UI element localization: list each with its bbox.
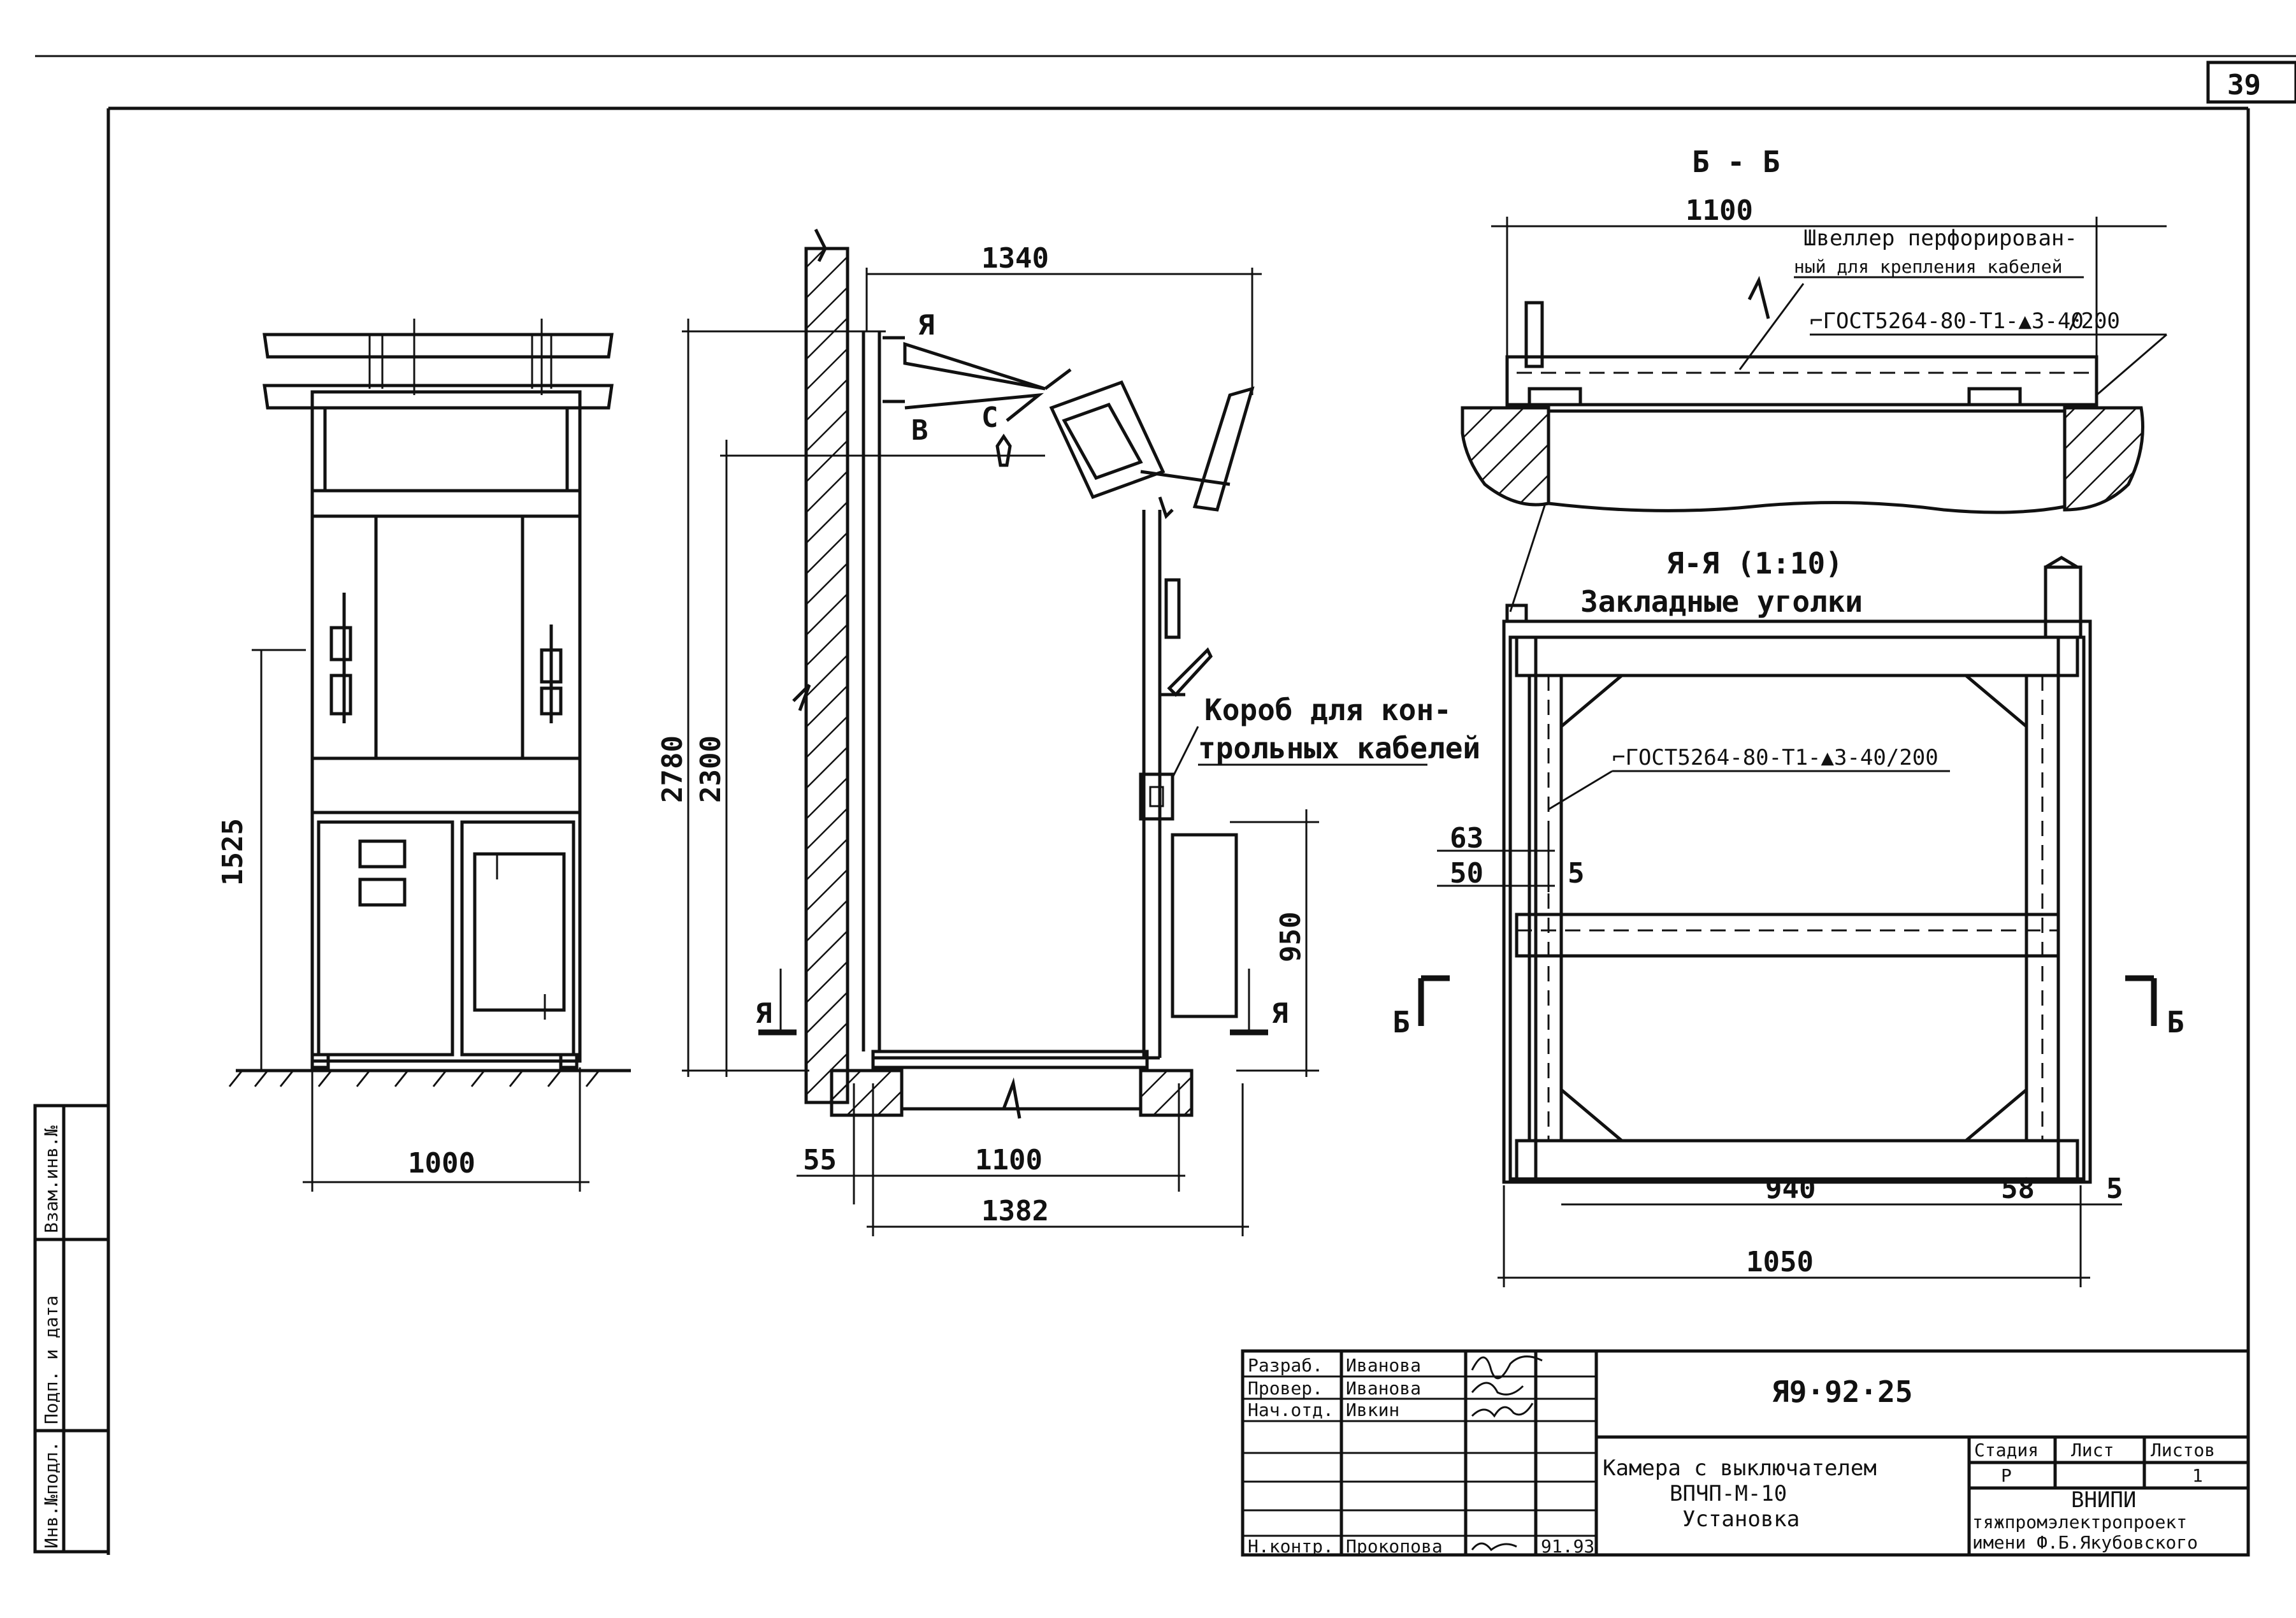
tb-name-1: Иванова — [1346, 1355, 1421, 1376]
tb-org-line3: имени Ф.Б.Якубовского — [1972, 1532, 2198, 1553]
tb-sheets-header: Листов — [2151, 1440, 2215, 1461]
dim-side-wall: 55 — [803, 1144, 837, 1176]
marker-c: С — [981, 401, 999, 434]
stamp-replace-inv: Взам.инв.№ — [41, 1125, 62, 1233]
tb-date: 91.93 — [1541, 1536, 1594, 1557]
dim-aa-50: 50 — [1450, 857, 1484, 890]
signature-2 — [1471, 1382, 1524, 1396]
dim-side-right-height: 950 — [1274, 912, 1307, 962]
tb-sheets-value: 1 — [2192, 1465, 2203, 1486]
signature-3 — [1471, 1403, 1534, 1418]
wall-section — [804, 247, 849, 1104]
section-bb-title: Б - Б — [1692, 145, 1780, 179]
marker-b: В — [911, 414, 928, 447]
section-bb: Б - Б 1100 Швеллер перфорирован- ный для… — [1392, 145, 2184, 1039]
tb-doc-code: Я9·92·25 — [1772, 1375, 1913, 1409]
side-view: Я В С Короб для кон- трольных кабелей Я … — [656, 228, 1480, 1236]
dim-aa-1050: 1050 — [1746, 1246, 1814, 1278]
dim-aa-58: 58 — [2001, 1173, 2035, 1205]
sheet-frame: 39 — [35, 55, 2296, 1555]
section-bb-spec: ⌐ГОСТ5264-80-Т1-▲3-40 — [1810, 308, 2084, 334]
tb-name-3: Ивкин — [1346, 1399, 1399, 1420]
margin-stamp-strip: Инв.№подл. Подп. и дата Взам.инв.№ — [33, 1104, 110, 1554]
tb-name-4: Прокопова — [1346, 1536, 1443, 1557]
tb-role-1: Разраб. — [1248, 1355, 1323, 1376]
tb-sheet-header: Лист — [2071, 1440, 2114, 1461]
section-mark-left: Б — [1392, 1005, 1410, 1039]
section-bb-note-line2: ный для крепления кабелей — [1794, 256, 2062, 277]
dim-side-top: 1340 — [981, 242, 1049, 275]
dim-side-width: 1100 — [975, 1144, 1043, 1176]
section-aa-subtitle: Закладные уголки — [1580, 584, 1863, 619]
dim-front-height: 1525 — [217, 818, 249, 886]
tb-stage-value: Р — [2001, 1465, 2012, 1486]
section-aa-title: Я-Я (1:10) — [1666, 546, 1843, 581]
dim-aa-5b: 5 — [2106, 1173, 2123, 1205]
section-bb-spec-pitch: /200 — [2068, 308, 2120, 334]
tb-title-line2: ВПЧП-М-10 — [1670, 1481, 1787, 1506]
tb-stage-header: Стадия — [1974, 1440, 2039, 1461]
tb-title-line1: Камера с выключателем — [1603, 1455, 1877, 1481]
dim-aa-5a: 5 — [1568, 857, 1585, 890]
stamp-sign-date: Подп. и дата — [41, 1296, 62, 1424]
side-section-mark-left: Я — [755, 997, 772, 1030]
section-bb-width: 1100 — [1686, 194, 1753, 227]
tb-role-4: Н.контр. — [1248, 1536, 1334, 1557]
tb-org-line1: ВНИПИ — [2071, 1487, 2136, 1513]
dim-side-overall-height: 2780 — [656, 735, 689, 803]
title-block: Разраб. Иванова Провер. Иванова Нач.отд.… — [1241, 1349, 2250, 1557]
dim-side-total-width: 1382 — [981, 1195, 1049, 1227]
marker-a: Я — [918, 309, 935, 342]
dim-aa-940: 940 — [1765, 1173, 1816, 1205]
signature-4 — [1471, 1542, 1517, 1552]
tb-name-2: Иванова — [1346, 1378, 1421, 1399]
tb-title-line3: Установка — [1682, 1506, 1800, 1532]
dim-side-height: 2300 — [695, 735, 727, 803]
tb-org-line2: тяжпромэлектропроект — [1972, 1512, 2187, 1533]
section-aa-spec: ⌐ГОСТ5264-80-Т1-▲3-40/200 — [1612, 745, 1939, 770]
side-note-line2: трольных кабелей — [1198, 731, 1480, 765]
dim-front-width: 1000 — [408, 1147, 475, 1180]
tb-role-3: Нач.отд. — [1248, 1399, 1334, 1420]
sheet-number: 39 — [2227, 69, 2261, 101]
dim-aa-63: 63 — [1450, 822, 1484, 855]
section-aa: Я-Я (1:10) Закладные уголки ⌐ГОСТ5264-80… — [1437, 546, 2123, 1287]
section-mark-right: Б — [2167, 1005, 2184, 1039]
signature-1 — [1471, 1355, 1543, 1380]
stamp-inv-number: Инв.№подл. — [41, 1441, 62, 1549]
tb-role-2: Провер. — [1248, 1378, 1323, 1399]
side-section-mark-right: Я — [1271, 997, 1289, 1030]
side-note-line1: Короб для кон- — [1204, 693, 1452, 727]
front-view: 1525 1000 — [217, 319, 631, 1192]
section-bb-note-line1: Швеллер перфорирован- — [1803, 226, 2077, 251]
